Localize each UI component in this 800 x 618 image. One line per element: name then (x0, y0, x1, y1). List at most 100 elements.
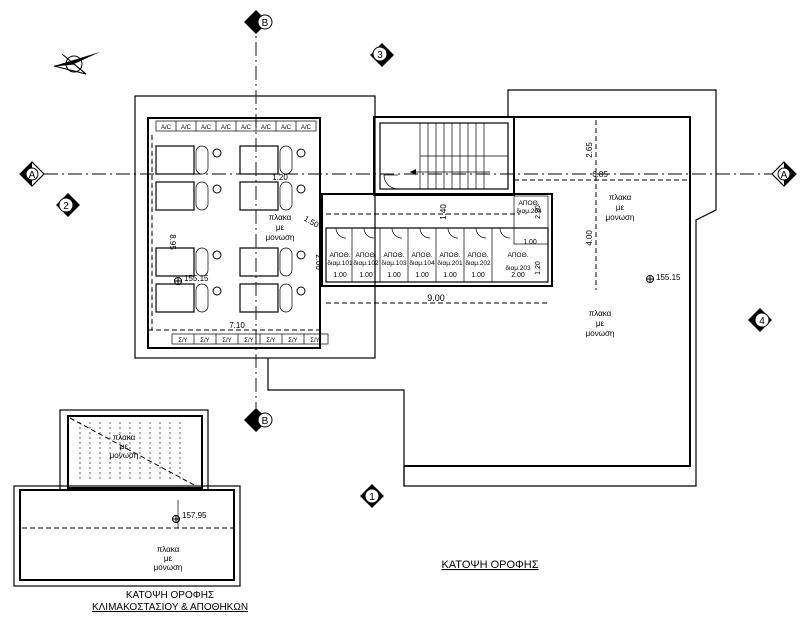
slab-note-line3: μονωση (110, 451, 139, 460)
level-right: 155.15 (656, 273, 681, 282)
level-marker-small: 157.95 (172, 511, 207, 523)
dim-900: 9.00 (427, 293, 445, 303)
axis-label-a-left: A (29, 170, 36, 181)
dim-120b: 1.20 (535, 261, 542, 275)
small-plan-title-line1: ΚΑΤΟΨΗ ΟΡΟΦΗΣ (126, 590, 214, 601)
axis-marker-3: 3 (370, 43, 394, 67)
slab-note-line3: μονωση (606, 213, 635, 222)
storage-name: ΑΠΟΘ. (519, 200, 540, 207)
small-plan-title-line2: ΚΛΙΜΑΚΟΣΤΑΣΙΟΥ & ΑΠΟΘΗΚΩΝ (92, 602, 248, 613)
dim-140: 1.40 (439, 204, 448, 220)
storage-name: ΑΠΟΘ. (330, 252, 351, 259)
storage-name: ΑΠΟΘ. (384, 252, 405, 259)
axis-label-a-right: A (781, 170, 788, 181)
storage-width: 1.00 (443, 272, 457, 279)
storage-name: ΑΠΟΘ. (440, 252, 461, 259)
dim-895: 8.95 (168, 234, 177, 250)
dim-230: 2.30 (535, 205, 542, 219)
slab-note-line3: μονωση (266, 233, 295, 242)
slab-note-line1: πλακα (113, 433, 136, 442)
right-roof-block (267, 89, 717, 487)
axis-marker-1: 1 (360, 484, 384, 508)
slab-note-line2: με (596, 319, 605, 328)
storage-id: διαμ.201 (437, 260, 463, 267)
storage-width: 1.00 (415, 272, 429, 279)
slab-note-line2: με (164, 554, 173, 563)
level-marker-left: 155.15 (174, 274, 209, 285)
ac-unit-label: A/C (261, 125, 272, 131)
dim-400: 4.00 (585, 230, 594, 246)
ac-unit-label: A/C (301, 125, 312, 131)
axis-marker-a-right: A (771, 161, 797, 187)
storage-id: διαμ.204 (516, 208, 542, 215)
solar-unit-label: Σ/Υ (200, 338, 209, 344)
solar-unit-label: Σ/Υ (178, 338, 187, 344)
dim-710: 7.10 (229, 321, 245, 330)
storage-name: ΑΠΟΘ. (508, 252, 529, 259)
storage-width: 2.00 (511, 272, 525, 279)
slab-note-right-lower: πλακα με μονωση (586, 309, 615, 338)
dim-200: 2.00 (314, 254, 323, 270)
level-left: 155.15 (184, 274, 209, 283)
stair-core (373, 116, 515, 196)
storage-unit-103: ΑΠΟΘ. διαμ.103 1.00 (381, 252, 407, 279)
ac-unit-label: A/C (241, 125, 252, 131)
storage-id: διαμ.102 (353, 260, 379, 267)
storage-id: διαμ.104 (409, 260, 435, 267)
slab-note-line2: με (616, 203, 625, 212)
solar-panels (155, 145, 306, 313)
storage-unit-102: ΑΠΟΘ. διαμ.102 1.00 (353, 252, 379, 279)
slab-note-line1: πλακα (269, 213, 292, 222)
solar-unit-label: Σ/Υ (266, 338, 275, 344)
level-marker-right: 155.15 (646, 273, 681, 283)
slab-note-left: πλακα με μονωση (266, 213, 295, 242)
storage-id: διαμ.101 (327, 260, 353, 267)
axis-marker-b-bottom: B (244, 408, 273, 432)
storage-width: 1.00 (523, 239, 537, 246)
left-roof-block (134, 95, 376, 359)
dim-120a: 1.20 (272, 173, 288, 182)
solar-unit-label: Σ/Υ (288, 338, 297, 344)
solar-label-row: Σ/Υ Σ/Υ Σ/Υ Σ/Υ Σ/Υ Σ/Υ Σ/Υ (171, 333, 329, 345)
storage-id: διαμ.103 (381, 260, 407, 267)
slab-note-small-upper: πλακα με μονωση (110, 433, 139, 460)
ac-unit-label: A/C (181, 125, 192, 131)
ac-unit-label: A/C (221, 125, 232, 131)
level-small: 157.95 (182, 511, 207, 520)
axis-label-b-top: B (262, 18, 269, 29)
slab-note-right-upper: πλακα με μονωση (606, 193, 635, 222)
storage-strip (321, 193, 553, 287)
ac-unit-label: A/C (161, 125, 172, 131)
ac-unit-label: A/C (201, 125, 212, 131)
slab-note-line3: μονωση (586, 329, 615, 338)
solar-unit-label: Σ/Υ (244, 338, 253, 344)
storage-name: ΑΠΟΘ. (468, 252, 489, 259)
axis-marker-4: 4 (748, 308, 772, 332)
axis-marker-b-top: B (244, 10, 273, 34)
dim-265: 2.65 (585, 142, 594, 158)
slab-note-line1: πλακα (157, 545, 180, 554)
storage-width: 1.00 (387, 272, 401, 279)
ac-unit-label: A/C (281, 125, 292, 131)
storage-width: 1.00 (359, 272, 373, 279)
storage-name: ΑΠΟΘ. (412, 252, 433, 259)
slab-note-line2: με (120, 442, 129, 451)
storage-name: ΑΠΟΘ. (356, 252, 377, 259)
storage-width: 1.00 (471, 272, 485, 279)
small-stair-plan (13, 409, 241, 587)
storage-unit-104: ΑΠΟΘ. διαμ.104 1.00 (409, 252, 435, 279)
storage-unit-101: ΑΠΟΘ. διαμ.101 1.00 (327, 252, 353, 279)
slab-note-line1: πλακα (609, 193, 632, 202)
axis-label-3: 3 (377, 50, 383, 61)
dim-150: 1.50 (302, 214, 320, 230)
ac-units-row: A/C A/C A/C A/C A/C A/C A/C A/C (155, 120, 317, 132)
slab-note-line3: μονωση (154, 563, 183, 572)
storage-id: διαμ.203 (505, 265, 531, 272)
storage-unit-204: ΑΠΟΘ. διαμ.204 1.00 (516, 200, 542, 246)
slab-note-line1: πλακα (589, 309, 612, 318)
storage-unit-202: ΑΠΟΘ. διαμ.202 1.00 (465, 252, 491, 279)
storage-unit-203: ΑΠΟΘ. διαμ.203 2.00 (505, 252, 531, 279)
dim-685: 6.85 (592, 170, 608, 179)
axis-label-2: 2 (63, 201, 69, 212)
